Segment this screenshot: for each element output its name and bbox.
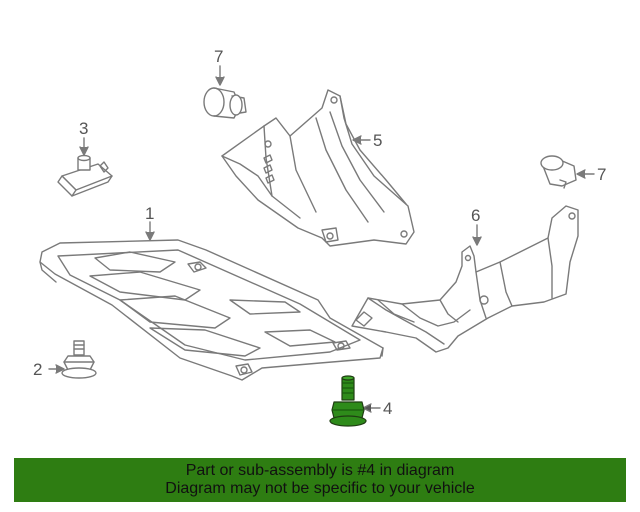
part-7-push-clip-top[interactable] <box>203 87 247 119</box>
banner-line-part-info: Part or sub-assembly is #4 in diagram <box>185 462 455 479</box>
callout-part-7-right: 7 <box>597 165 606 184</box>
part-7-push-clip-right[interactable] <box>540 155 577 189</box>
banner-line-disclaimer: Diagram may not be specific to your vehi… <box>165 480 475 497</box>
info-banner: Part or sub-assembly is #4 in diagram Di… <box>14 458 626 502</box>
callout-part-2: 2 <box>33 360 42 379</box>
part-6-rear-shield[interactable] <box>351 205 579 353</box>
callout-part-4: 4 <box>383 399 392 418</box>
part-5-side-shield[interactable] <box>221 89 415 247</box>
callout-part-3: 3 <box>79 119 88 138</box>
callout-part-5: 5 <box>373 131 382 150</box>
part-1-engine-cover[interactable] <box>39 239 384 381</box>
callout-part-7-top: 7 <box>214 47 223 66</box>
callout-part-6: 6 <box>471 206 480 225</box>
leader-lines <box>48 65 595 413</box>
part-2-bolt[interactable] <box>61 340 97 379</box>
part-3-clip-nut[interactable] <box>57 154 113 197</box>
part-4-bolt-highlighted[interactable] <box>329 375 367 427</box>
callout-part-1: 1 <box>145 204 154 223</box>
